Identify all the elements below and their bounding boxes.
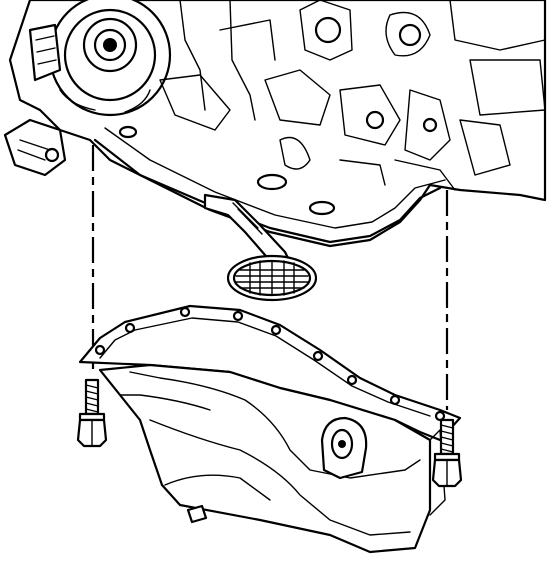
drain-boss: [320, 416, 368, 480]
oil-pan-bolt-left: [76, 378, 108, 448]
oil-pan: [78, 304, 462, 554]
drain-plug: [186, 504, 208, 524]
pan-bolt-holes: [94, 306, 446, 422]
oil-pump-screen: [226, 254, 318, 302]
oil-pan-bolt-right: [431, 418, 463, 488]
block-flange: [93, 138, 442, 244]
block-details: [159, 0, 546, 191]
sensor-bracket: [3, 23, 67, 177]
engine-block: [3, 0, 547, 248]
crank-pulley: [48, 0, 172, 117]
